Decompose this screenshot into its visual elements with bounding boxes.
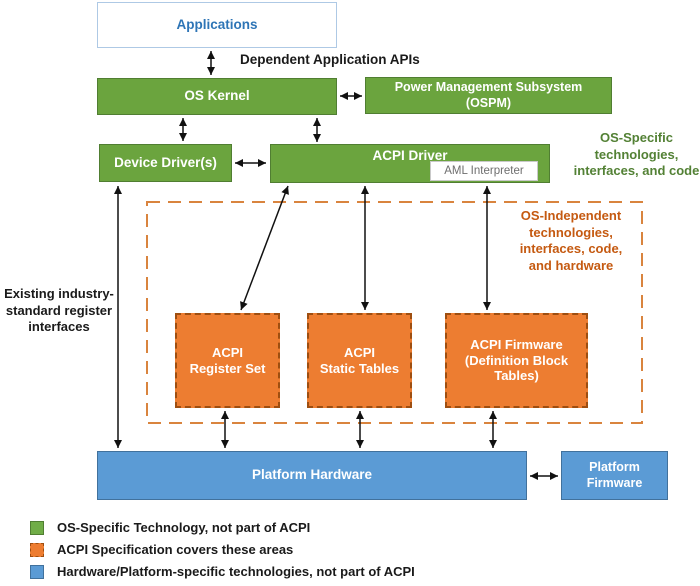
acpi-driver-label: ACPI Driver bbox=[372, 148, 448, 163]
os-independent-note: OS-Independent technologies, interfaces,… bbox=[519, 208, 623, 273]
acpi-firmware-label: ACPI Firmware (Definition Block Tables) bbox=[464, 336, 569, 384]
legend-item-os-specific: OS-Specific Technology, not part of ACPI bbox=[30, 520, 310, 535]
applications-box: Applications bbox=[97, 2, 337, 48]
device-drivers-box: Device Driver(s) bbox=[99, 144, 232, 182]
platform-firmware-label: Platform Firmware bbox=[586, 460, 643, 490]
os-specific-note: OS-Specific technologies, interfaces, an… bbox=[573, 130, 700, 179]
arrow-acpidriver-registerset bbox=[240, 185, 289, 311]
register-interfaces-note: Existing industry- standard register int… bbox=[4, 286, 114, 335]
platform-hardware-label: Platform Hardware bbox=[251, 467, 373, 483]
legend-item-hardware-platform: Hardware/Platform-specific technologies,… bbox=[30, 564, 415, 579]
legend-label: Hardware/Platform-specific technologies,… bbox=[57, 564, 415, 579]
acpi-register-set-label: ACPI Register Set bbox=[189, 344, 266, 376]
dependent-application-apis-label: Dependent Application APIs bbox=[240, 52, 420, 67]
power-management-subsystem-box: Power Management Subsystem (OSPM) bbox=[365, 77, 612, 114]
legend-label: OS-Specific Technology, not part of ACPI bbox=[57, 520, 311, 535]
blue-swatch-icon bbox=[30, 564, 44, 579]
green-swatch-icon bbox=[30, 520, 44, 535]
legend-item-acpi-spec: ACPI Specification covers these areas bbox=[30, 542, 293, 557]
os-kernel-box: OS Kernel bbox=[97, 78, 337, 115]
orange-swatch-icon bbox=[30, 542, 44, 557]
acpi-register-set-box: ACPI Register Set bbox=[175, 313, 280, 408]
legend-label: ACPI Specification covers these areas bbox=[57, 542, 294, 557]
aml-interpreter-label: AML Interpreter bbox=[444, 165, 524, 177]
power-management-subsystem-label: Power Management Subsystem (OSPM) bbox=[394, 80, 583, 110]
acpi-driver-box: ACPI Driver AML Interpreter bbox=[270, 144, 550, 183]
os-kernel-label: OS Kernel bbox=[184, 88, 250, 104]
platform-firmware-box: Platform Firmware bbox=[561, 451, 668, 500]
applications-label: Applications bbox=[176, 16, 258, 32]
acpi-firmware-box: ACPI Firmware (Definition Block Tables) bbox=[445, 313, 588, 408]
acpi-static-tables-box: ACPI Static Tables bbox=[307, 313, 412, 408]
device-drivers-label: Device Driver(s) bbox=[114, 154, 217, 170]
acpi-static-tables-label: ACPI Static Tables bbox=[319, 344, 400, 376]
aml-interpreter-box: AML Interpreter bbox=[430, 161, 538, 181]
platform-hardware-box: Platform Hardware bbox=[97, 451, 527, 500]
